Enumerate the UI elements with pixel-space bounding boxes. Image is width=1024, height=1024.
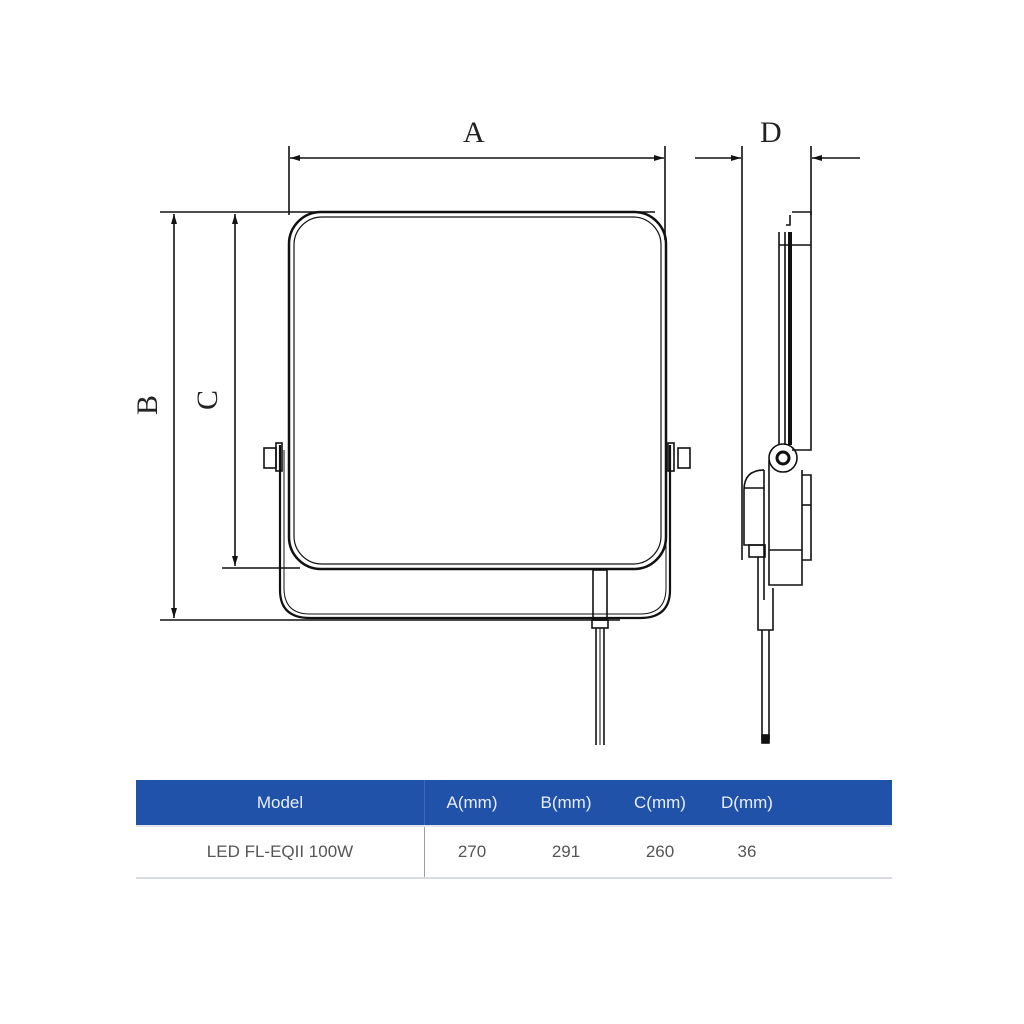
- header-d: D(mm): [707, 780, 787, 826]
- table-row: LED FL-EQII 100W 270 291 260 36: [136, 825, 892, 879]
- label-a: A: [463, 116, 485, 149]
- label-b: B: [131, 395, 164, 415]
- header-pad: [787, 780, 892, 826]
- header-a: A(mm): [424, 780, 519, 826]
- table-header-row: Model A(mm) B(mm) C(mm) D(mm): [136, 780, 892, 826]
- label-c: C: [191, 390, 224, 410]
- label-d: D: [760, 116, 782, 149]
- dimension-drawing: A D B C: [131, 116, 860, 745]
- header-b: B(mm): [519, 780, 613, 826]
- spec-table: Model A(mm) B(mm) C(mm) D(mm) LED FL-EQI…: [136, 780, 892, 879]
- cell-d: 36: [707, 825, 787, 879]
- cell-b: 291: [519, 825, 613, 879]
- header-c: C(mm): [613, 780, 707, 826]
- cell-pad: [787, 825, 892, 879]
- cell-c: 260: [613, 825, 707, 879]
- cell-a: 270: [424, 825, 519, 879]
- cell-model: LED FL-EQII 100W: [136, 825, 425, 879]
- header-model: Model: [136, 780, 425, 826]
